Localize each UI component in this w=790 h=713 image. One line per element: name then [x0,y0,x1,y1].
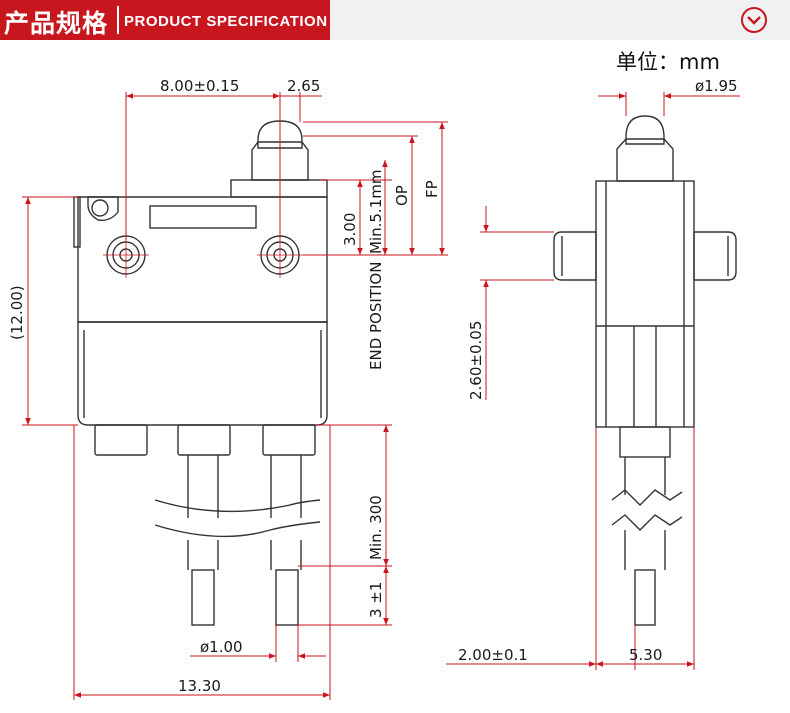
front-mount-hole-left [103,232,149,278]
dim-fp: FP [423,180,441,198]
dim-dia-100: ø1.00 [200,638,243,656]
dim-width-800: 8.00±0.15 [160,77,239,95]
chevron-down-circle-icon[interactable] [740,6,768,34]
front-dimensions [22,92,448,700]
front-view [73,120,328,626]
front-wire-right [270,455,302,626]
side-plunger [625,115,665,145]
dim-300: 3.00 [341,213,359,246]
dim-op: OP [393,185,411,206]
unit-label: 单位：mm [616,50,720,74]
dim-dia-195: ø1.95 [695,77,738,95]
side-body [595,180,695,428]
front-lower-housing [77,321,328,426]
dim-width-265: 2.65 [287,77,320,95]
side-dimensions [446,92,740,670]
side-view [553,115,737,626]
front-terminal-3 [262,424,316,456]
dim-height-12: (12.00) [8,285,26,340]
front-terminal-1 [94,424,148,456]
front-top-step [230,179,328,198]
dim-260: 2.60±0.05 [467,321,485,400]
dim-1330: 13.30 [178,677,221,695]
header-accent: 产品规格 PRODUCT SPECIFICATION [0,0,330,40]
dim-530: 5.30 [629,646,662,664]
dim-min300: Min. 300 [367,495,385,560]
dim-end-position: END POSITION [367,262,385,370]
header-divider [117,6,119,34]
side-wire-sleeve [619,426,671,458]
front-terminal-2 [177,424,231,456]
header-bar: 产品规格 PRODUCT SPECIFICATION [0,0,790,40]
header-subtitle: PRODUCT SPECIFICATION [124,13,328,30]
header-title: 产品规格 [4,9,109,38]
dim-3: 3 ±1 [367,582,385,618]
front-wire-left [187,455,219,626]
side-tab-right [693,231,737,281]
side-tab-left [553,231,597,281]
dim-200: 2.00±0.1 [458,646,528,664]
dim-min51: Min.5.1mm [367,170,385,254]
front-label-window [149,205,257,229]
